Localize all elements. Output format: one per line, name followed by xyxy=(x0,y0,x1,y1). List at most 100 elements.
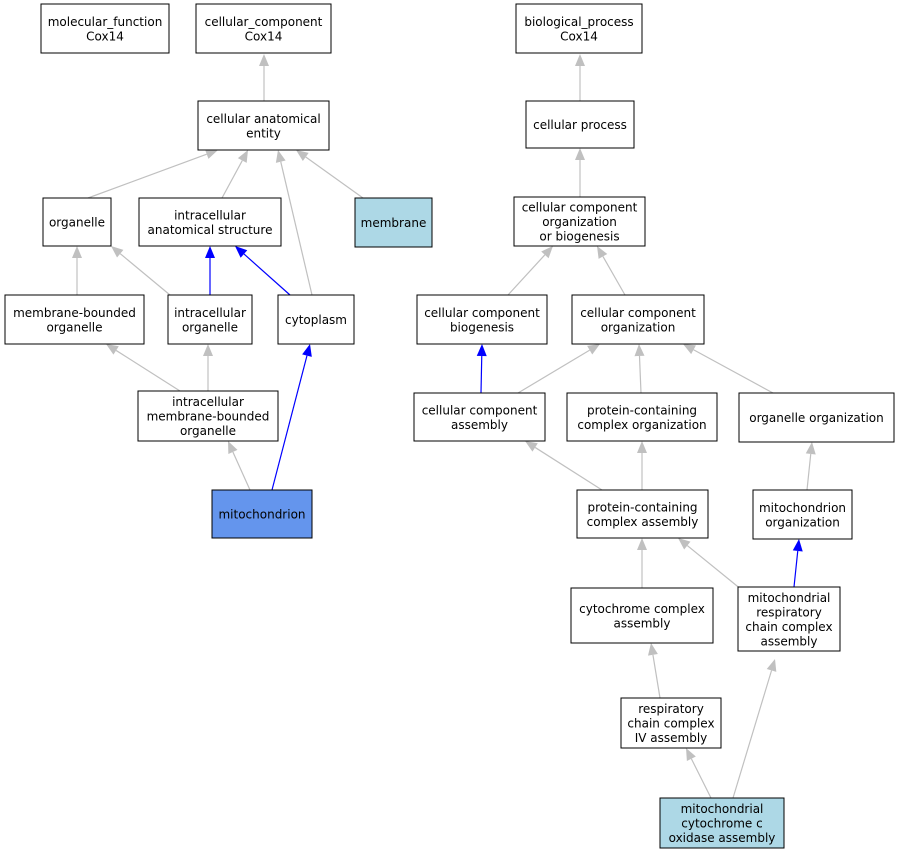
edge-pc_organization-to-cc_organization xyxy=(634,344,645,394)
node-label-line: organelle xyxy=(49,216,105,230)
edge-line xyxy=(793,550,799,588)
edge-line xyxy=(652,654,661,699)
node-label-line: cellular component xyxy=(522,201,638,215)
node-box xyxy=(571,294,705,345)
edge-line xyxy=(806,453,812,491)
node-cellular-process[interactable]: cellular process xyxy=(525,100,635,149)
edge-arrowhead xyxy=(235,246,248,258)
node-label-line: Cox14 xyxy=(86,29,124,43)
node-label-line: Cox14 xyxy=(560,29,598,43)
edge-arrowhead xyxy=(792,539,803,552)
edge-line xyxy=(507,254,546,296)
node-box xyxy=(211,489,313,539)
edge-line xyxy=(221,160,243,199)
node-label-line: cytochrome complex xyxy=(579,602,705,616)
node-label-line: protein-containing xyxy=(587,500,697,514)
edge-line xyxy=(686,545,743,591)
edge-line xyxy=(690,758,712,799)
node-mitochondrion[interactable]: mitochondrion xyxy=(211,489,313,539)
edge-membrane_bounded_organelle-to-organelle xyxy=(72,246,82,295)
edge-line xyxy=(480,355,483,394)
edge-cytoplasm-to-intracellular_anatomical_structure xyxy=(235,246,291,296)
edge-pc_assembly-to-cc_assembly xyxy=(525,441,603,491)
node-label-line: assembly xyxy=(761,634,818,648)
node-box xyxy=(4,294,145,345)
edge-pc_assembly-to-pc_organization xyxy=(637,441,647,490)
node-box xyxy=(40,3,170,54)
edge-arrowhead xyxy=(237,150,248,163)
edge-mrcc_assembly-to-pc_assembly xyxy=(678,538,743,591)
node-box xyxy=(354,197,433,248)
node-box xyxy=(277,294,355,345)
node-label-line: chain complex xyxy=(745,620,832,634)
node-box xyxy=(42,197,112,247)
edge-mitochondrion-to-cytoplasm xyxy=(271,344,312,491)
edge-line xyxy=(602,256,626,296)
node-label-line: entity xyxy=(246,126,281,140)
edge-arrowhead xyxy=(259,54,269,66)
node-label-line: protein-containing xyxy=(587,403,697,417)
edge-arrowhead xyxy=(106,344,119,355)
node-label-line: mitochondrial xyxy=(681,802,764,816)
edges-layer xyxy=(72,54,816,799)
edge-mrcc_assembly-to-mito_organization xyxy=(792,539,803,588)
edge-line xyxy=(243,253,291,296)
node-box xyxy=(738,392,895,443)
edge-membrane-to-cellular_anatomical_entity xyxy=(296,150,364,199)
node-organelle[interactable]: organelle xyxy=(42,197,112,247)
edge-arrowhead xyxy=(541,246,553,259)
node-label-line: complex organization xyxy=(577,418,706,432)
edge-intracellular_mbo-to-intracellular_organelle xyxy=(203,344,213,391)
node-box xyxy=(413,392,546,442)
node-label-line: mitochondrion xyxy=(759,501,846,515)
node-box xyxy=(195,3,332,54)
node-membrane[interactable]: membrane xyxy=(354,197,433,248)
edge-arrowhead xyxy=(525,441,538,452)
node-label-line: mitochondrial xyxy=(748,591,831,605)
node-label-line: cellular component xyxy=(424,306,540,320)
edge-line xyxy=(305,156,364,199)
edge-arrowhead xyxy=(111,246,124,258)
node-organelle-organization[interactable]: organelle organization xyxy=(738,392,895,443)
node-label-line: cytochrome c xyxy=(681,817,762,831)
node-label-line: intracellular xyxy=(174,208,246,222)
node-label-line: intracellular xyxy=(172,395,244,409)
edge-cytochrome_complex_assembly-to-pc_assembly xyxy=(637,538,647,588)
node-label-line: intracellular xyxy=(174,306,246,320)
node-label-line: cellular_component xyxy=(205,15,323,29)
edge-arrowhead xyxy=(637,538,647,550)
edge-intracellular_organelle-to-intracellular_anatomical_structure xyxy=(205,246,215,295)
node-label-line: chain complex xyxy=(627,717,714,731)
edge-line xyxy=(534,446,603,491)
node-label-line: organization xyxy=(765,515,840,529)
node-box xyxy=(137,390,279,442)
edge-line xyxy=(271,355,308,491)
edge-organelle_organization-to-cc_organization xyxy=(683,344,774,394)
node-label-line: assembly xyxy=(614,616,671,630)
node-cytoplasm[interactable]: cytoplasm xyxy=(277,294,355,345)
edge-arrowhead xyxy=(587,344,600,355)
node-label-line: cellular component xyxy=(422,403,538,417)
edge-arrowhead xyxy=(648,643,658,656)
